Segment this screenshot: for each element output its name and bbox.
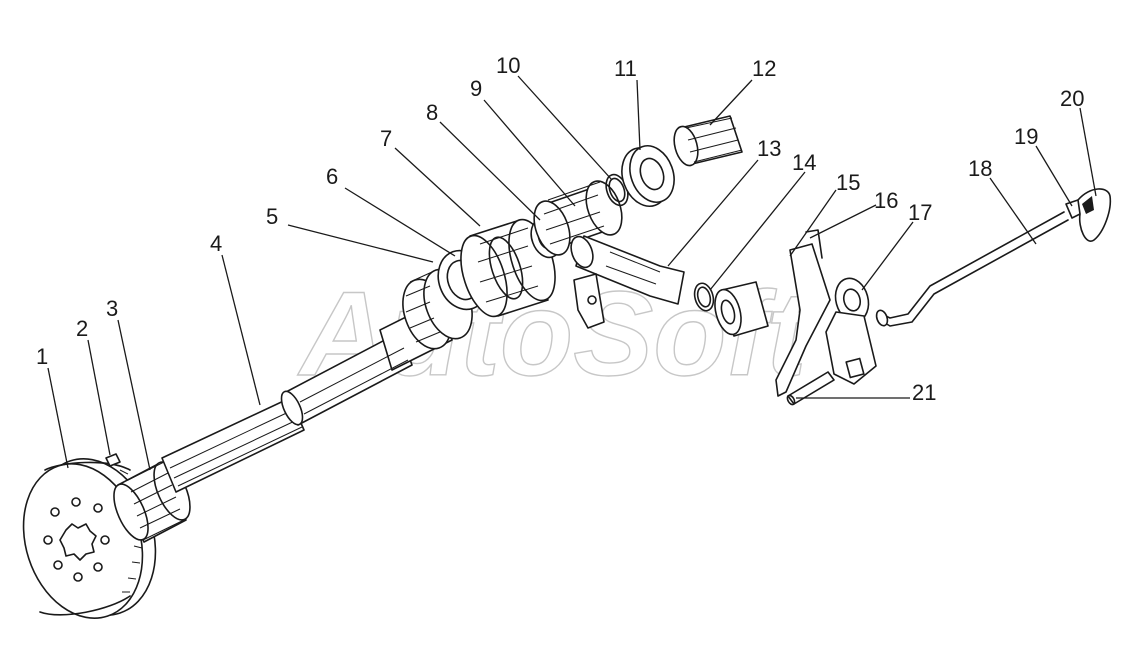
callout-3: 3	[106, 296, 118, 321]
part-7-clutch-hub	[460, 218, 556, 318]
callout-labels: 1 2 3 4 5 6 7 8 9 10 11 12 13 14 15 16 1…	[36, 53, 1084, 405]
callout-8: 8	[426, 100, 438, 125]
callout-10: 10	[496, 53, 520, 78]
leader-lines	[47, 75, 1097, 471]
callout-19: 19	[1014, 124, 1038, 149]
callout-14: 14	[792, 150, 816, 175]
callout-1: 1	[36, 344, 48, 369]
part-20-knob	[1077, 188, 1112, 242]
callout-16: 16	[874, 188, 898, 213]
callout-5: 5	[266, 204, 278, 229]
callout-21: 21	[912, 380, 936, 405]
part-2-pin	[105, 453, 121, 467]
callout-18: 18	[968, 156, 992, 181]
callout-7: 7	[380, 126, 392, 151]
callout-9: 9	[470, 76, 482, 101]
part-14-o-ring	[693, 282, 715, 312]
part-3-splined-hub	[113, 461, 191, 543]
callout-11: 11	[614, 56, 637, 81]
part-11-bearing	[621, 145, 675, 207]
part-13-shift-shaft	[570, 235, 685, 329]
callout-17: 17	[908, 200, 932, 225]
callout-13: 13	[757, 136, 781, 161]
part-9-double-gear	[533, 180, 623, 256]
part-4-shaft	[161, 299, 453, 493]
callout-6: 6	[326, 164, 338, 189]
callout-2: 2	[76, 316, 88, 341]
callout-12: 12	[752, 56, 776, 81]
part-16-bracket-plate	[775, 229, 831, 397]
callout-15: 15	[836, 170, 860, 195]
part-21-pin	[786, 371, 835, 406]
part-17-lever	[825, 277, 877, 385]
part-15-bushing	[714, 281, 769, 337]
callout-20: 20	[1060, 86, 1084, 111]
part-12-splined-sleeve	[673, 115, 743, 167]
part-18-rod	[875, 211, 1069, 327]
callout-4: 4	[210, 231, 222, 256]
